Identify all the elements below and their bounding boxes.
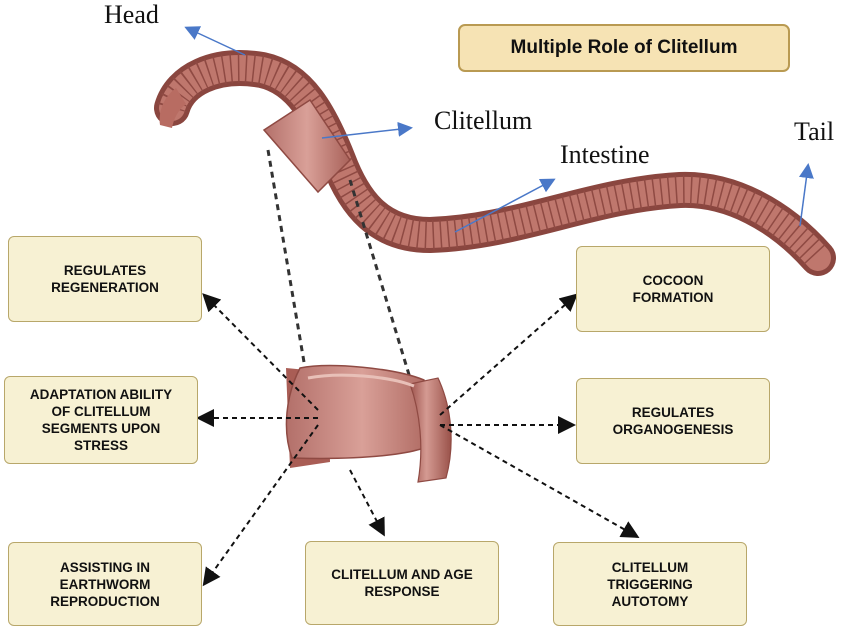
closeup-highlight bbox=[307, 373, 415, 388]
tail-pointer bbox=[798, 163, 814, 227]
role-arrows bbox=[196, 293, 640, 587]
role-age: CLITELLUM AND AGE RESPONSE bbox=[305, 541, 499, 625]
role-reproduction: ASSISTING IN EARTHWORM REPRODUCTION bbox=[8, 542, 202, 626]
arrow-age bbox=[349, 469, 385, 537]
arrow-reproduction bbox=[202, 424, 319, 587]
label-pointers bbox=[184, 26, 814, 233]
intestine-pointer bbox=[454, 178, 556, 233]
role-autotomy: CLITELLUM TRIGGERING AUTOTOMY bbox=[553, 542, 747, 626]
label-clitellum: Clitellum bbox=[434, 106, 533, 135]
arrow-autotomy bbox=[439, 424, 640, 538]
head-pointer bbox=[184, 26, 246, 56]
closeup-clitellum bbox=[285, 364, 439, 460]
label-intestine: Intestine bbox=[560, 140, 650, 169]
zoom-line-right bbox=[348, 179, 412, 379]
diagram-title: Multiple Role of Clitellum bbox=[458, 24, 790, 72]
closeup-right-segment bbox=[409, 377, 452, 483]
role-cocoon: COCOON FORMATION bbox=[576, 246, 770, 332]
earthworm-illustration bbox=[154, 50, 836, 276]
worm-head-tip bbox=[159, 88, 186, 128]
zoom-line-left bbox=[266, 149, 307, 369]
arrow-cocoon bbox=[439, 293, 579, 416]
clitellum-closeup bbox=[285, 364, 452, 483]
worm-clitellum-band bbox=[262, 98, 351, 194]
clitellum-pointer bbox=[321, 121, 413, 139]
role-organogenesis: REGULATES ORGANOGENESIS bbox=[576, 378, 770, 464]
role-adaptation: ADAPTATION ABILITY OF CLITELLUM SEGMENTS… bbox=[4, 376, 198, 464]
worm-segments bbox=[157, 53, 830, 269]
label-head: Head bbox=[104, 0, 159, 29]
role-regeneration: REGULATES REGENERATION bbox=[8, 236, 202, 322]
zoom-lines bbox=[266, 149, 412, 379]
label-tail: Tail bbox=[794, 117, 835, 146]
